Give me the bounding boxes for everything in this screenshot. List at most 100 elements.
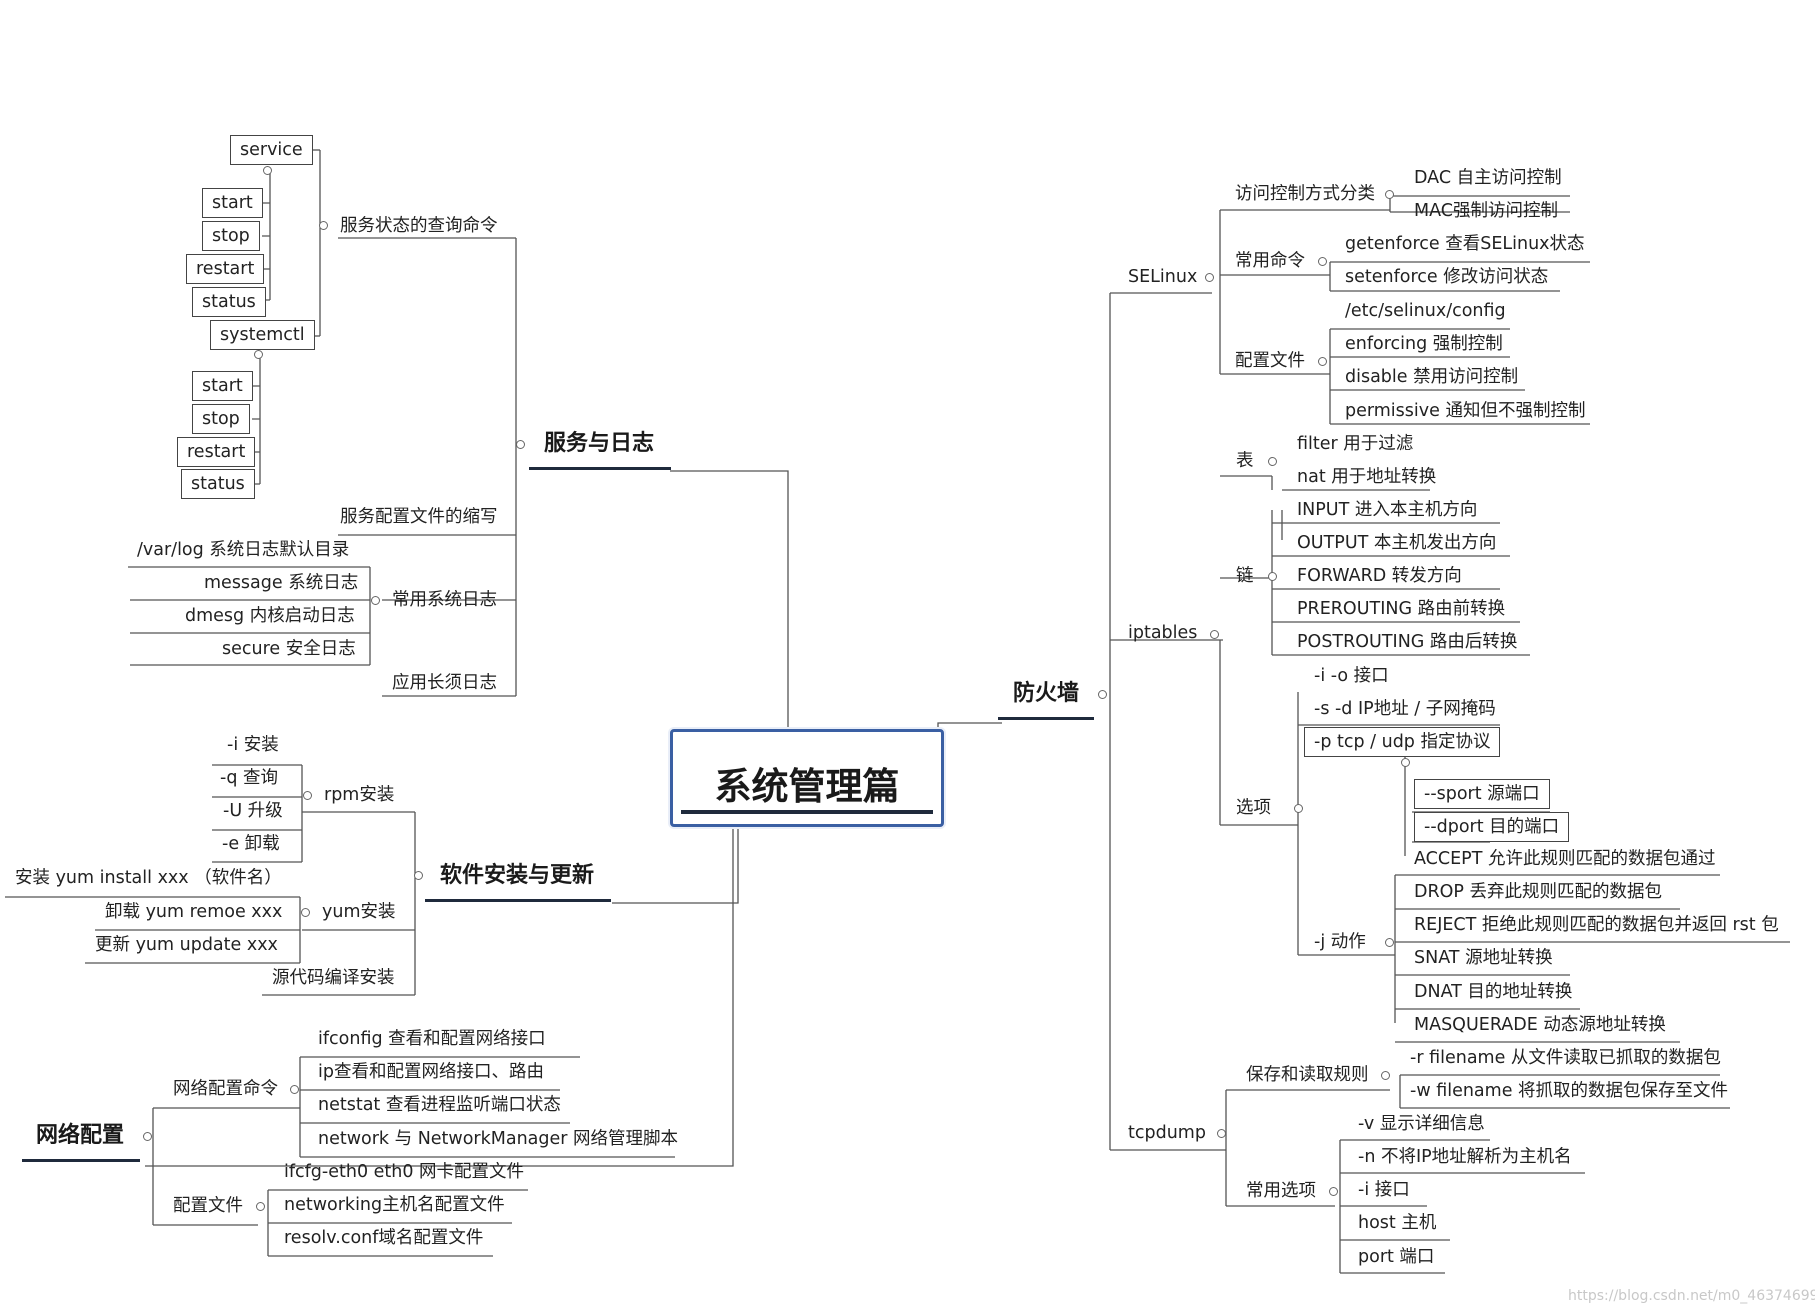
action-dot[interactable] — [1385, 938, 1394, 947]
log-message[interactable]: message 系统日志 — [204, 573, 359, 593]
network-title[interactable]: 网络配置 — [36, 1123, 125, 1148]
tcpdump-dot[interactable] — [1217, 1129, 1226, 1138]
service-node[interactable]: service — [230, 135, 313, 165]
net-commands-label[interactable]: 网络配置命令 — [173, 1079, 278, 1099]
config-abbr-label[interactable]: 服务配置文件的缩写 — [340, 507, 498, 527]
net-config-resolv[interactable]: resolv.conf域名配置文件 — [284, 1228, 484, 1248]
table-filter[interactable]: filter 用于过滤 — [1297, 434, 1414, 454]
action-snat[interactable]: SNAT 源地址转换 — [1414, 948, 1553, 968]
tcpdump-opts-label[interactable]: 常用选项 — [1246, 1181, 1316, 1201]
yum-opt-update[interactable]: 更新 yum update xxx — [95, 935, 278, 955]
rpm-opt-query[interactable]: -q 查询 — [220, 768, 278, 788]
selinux-cmds-dot[interactable] — [1318, 257, 1327, 266]
log-secure[interactable]: secure 安全日志 — [222, 639, 356, 659]
chain-postrouting[interactable]: POSTROUTING 路由后转换 — [1297, 632, 1518, 652]
selinux-label[interactable]: SELinux — [1128, 267, 1198, 287]
iptables-dot[interactable] — [1210, 630, 1219, 639]
network-collapse-dot[interactable] — [143, 1132, 152, 1141]
yum-install-line[interactable]: 安装 yum install xxx （软件名） — [15, 868, 282, 888]
opt-n[interactable]: -n 不将IP地址解析为主机名 — [1358, 1147, 1572, 1167]
root-topic[interactable]: 系统管理篇 — [670, 729, 944, 827]
action-masquerade[interactable]: MASQUERADE 动态源地址转换 — [1414, 1015, 1666, 1035]
cmd-getenforce[interactable]: getenforce 查看SELinux状态 — [1345, 234, 1585, 254]
rpm-opt-erase[interactable]: -e 卸载 — [222, 834, 280, 854]
options-label[interactable]: 选项 — [1236, 798, 1271, 818]
net-config-ifcfg[interactable]: ifcfg-eth0 eth0 网卡配置文件 — [284, 1162, 525, 1182]
net-cmd-network[interactable]: network 与 NetworkManager 网络管理脚本 — [318, 1129, 679, 1149]
systemctl-op-stop[interactable]: stop — [192, 404, 250, 434]
yum-dot[interactable] — [301, 908, 310, 917]
save-read-dot[interactable] — [1381, 1071, 1390, 1080]
net-config-dot[interactable] — [256, 1202, 265, 1211]
service-op-status[interactable]: status — [192, 287, 266, 317]
tables-label[interactable]: 表 — [1236, 451, 1254, 471]
chain-output[interactable]: OUTPUT 本主机发出方向 — [1297, 533, 1497, 553]
opt-host[interactable]: host 主机 — [1358, 1213, 1437, 1233]
config-path[interactable]: /etc/selinux/config — [1345, 301, 1506, 321]
firewall-title[interactable]: 防火墙 — [1013, 681, 1080, 706]
rpm-opt-upgrade[interactable]: -U 升级 — [223, 801, 283, 821]
source-compile-label[interactable]: 源代码编译安装 — [272, 968, 395, 988]
service-op-stop[interactable]: stop — [202, 221, 260, 251]
selinux-config-label[interactable]: 配置文件 — [1235, 351, 1305, 371]
chain-forward[interactable]: FORWARD 转发方向 — [1297, 566, 1462, 586]
software-collapse-dot[interactable] — [414, 871, 423, 880]
options-dot[interactable] — [1294, 804, 1303, 813]
port-dport[interactable]: --dport 目的端口 — [1414, 812, 1570, 842]
save-read-label[interactable]: 保存和读取规则 — [1246, 1065, 1369, 1085]
port-sport[interactable]: --sport 源端口 — [1414, 779, 1550, 809]
action-reject[interactable]: REJECT 拒绝此规则匹配的数据包并返回 rst 包 — [1414, 915, 1779, 935]
tcpdump-label[interactable]: tcpdump — [1128, 1123, 1206, 1143]
service-dot[interactable] — [263, 166, 272, 175]
firewall-collapse-dot[interactable] — [1098, 690, 1107, 699]
services-title[interactable]: 服务与日志 — [544, 431, 655, 456]
services-collapse-dot[interactable] — [516, 440, 525, 449]
systemctl-dot[interactable] — [254, 350, 263, 359]
tcpdump-opts-dot[interactable] — [1329, 1187, 1338, 1196]
config-enforcing[interactable]: enforcing 强制控制 — [1345, 334, 1503, 354]
opt-port[interactable]: port 端口 — [1358, 1247, 1435, 1267]
net-cmd-ip[interactable]: ip查看和配置网络接口、路由 — [318, 1062, 544, 1082]
common-logs-label[interactable]: 常用系统日志 — [392, 590, 497, 610]
service-op-restart[interactable]: restart — [186, 254, 265, 284]
chains-label[interactable]: 链 — [1236, 566, 1254, 586]
software-title[interactable]: 软件安装与更新 — [440, 863, 595, 888]
net-cmd-netstat[interactable]: netstat 查看进程监听端口状态 — [318, 1095, 561, 1115]
access-dac[interactable]: DAC 自主访问控制 — [1414, 168, 1562, 188]
access-mac[interactable]: MAC强制访问控制 — [1414, 201, 1558, 221]
systemctl-op-restart[interactable]: restart — [177, 437, 256, 467]
save-w[interactable]: -w filename 将抓取的数据包保存至文件 — [1410, 1081, 1729, 1101]
access-class-label[interactable]: 访问控制方式分类 — [1235, 184, 1375, 204]
action-accept[interactable]: ACCEPT 允许此规则匹配的数据包通过 — [1414, 849, 1716, 869]
option-io[interactable]: -i -o 接口 — [1314, 666, 1389, 686]
log-dir-label[interactable]: /var/log 系统日志默认目录 — [137, 540, 350, 560]
net-cmd-ifconfig[interactable]: ifconfig 查看和配置网络接口 — [318, 1029, 546, 1049]
config-disable[interactable]: disable 禁用访问控制 — [1345, 367, 1519, 387]
yum-opt-remove[interactable]: 卸载 yum remoe xxx — [105, 902, 283, 922]
selinux-cmds-label[interactable]: 常用命令 — [1235, 251, 1305, 271]
tables-dot[interactable] — [1268, 457, 1277, 466]
opt-v[interactable]: -v 显示详细信息 — [1358, 1114, 1485, 1134]
rpm-opt-install[interactable]: -i 安装 — [227, 735, 279, 755]
option-sd[interactable]: -s -d IP地址 / 子网掩码 — [1314, 699, 1496, 719]
net-config-label[interactable]: 配置文件 — [173, 1196, 243, 1216]
rpm-dot[interactable] — [303, 791, 312, 800]
common-logs-dot[interactable] — [371, 596, 380, 605]
cmd-setenforce[interactable]: setenforce 修改访问状态 — [1345, 267, 1549, 287]
status-query-dot[interactable] — [319, 221, 328, 230]
action-dnat[interactable]: DNAT 目的地址转换 — [1414, 982, 1573, 1002]
chain-input[interactable]: INPUT 进入本主机方向 — [1297, 500, 1478, 520]
iptables-label[interactable]: iptables — [1128, 623, 1198, 643]
opt-i[interactable]: -i 接口 — [1358, 1180, 1410, 1200]
option-p[interactable]: -p tcp / udp 指定协议 — [1304, 727, 1501, 757]
log-dmesg[interactable]: dmesg 内核启动日志 — [185, 606, 355, 626]
option-p-dot[interactable] — [1401, 758, 1410, 767]
app-logs-label[interactable]: 应用长须日志 — [392, 673, 497, 693]
systemctl-op-status[interactable]: status — [181, 469, 255, 499]
selinux-config-dot[interactable] — [1318, 357, 1327, 366]
status-query-label[interactable]: 服务状态的查询命令 — [340, 216, 498, 236]
net-config-networking[interactable]: networking主机名配置文件 — [284, 1195, 505, 1215]
net-commands-dot[interactable] — [290, 1085, 299, 1094]
action-drop[interactable]: DROP 丢弃此规则匹配的数据包 — [1414, 882, 1663, 902]
save-r[interactable]: -r filename 从文件读取已抓取的数据包 — [1410, 1048, 1721, 1068]
